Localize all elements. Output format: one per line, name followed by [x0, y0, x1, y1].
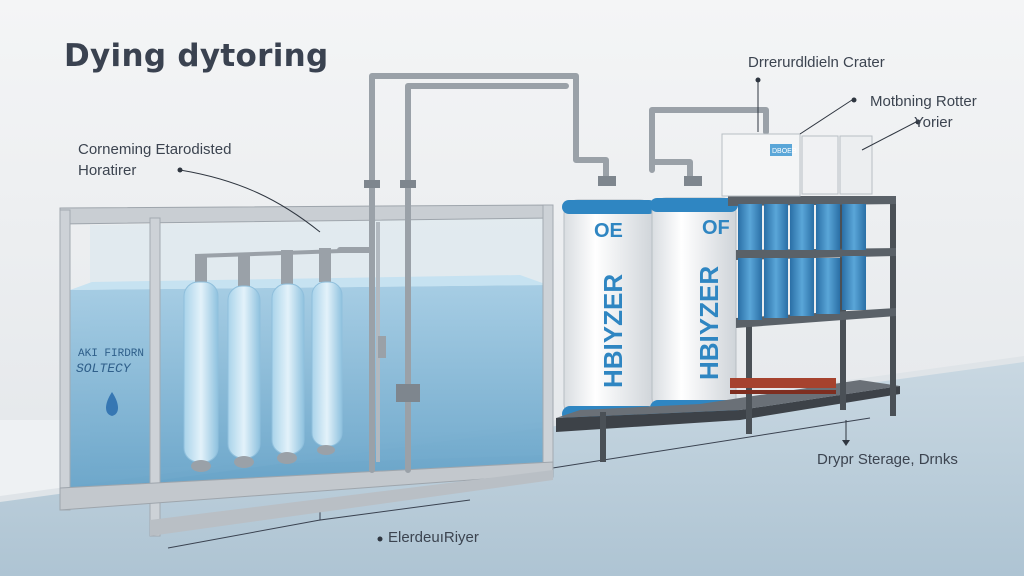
annotation-dots — [177, 77, 921, 542]
pipe-secondary — [405, 83, 569, 473]
storage-rack — [600, 196, 896, 462]
cylinder-right: OF HBIYZER — [650, 197, 738, 416]
filter-column-2 — [227, 254, 261, 468]
cylinder-platform — [556, 386, 900, 432]
water-drop-icon — [106, 392, 118, 416]
pipe-tank-feed — [337, 235, 375, 253]
control-box-2 — [801, 135, 839, 195]
label-right-1: Motbning Rotter — [870, 93, 977, 110]
rack-shelf-1 — [728, 196, 896, 206]
control-box-badge: DBOEB — [772, 148, 797, 155]
label-bottom-right: Drypr Sterage, Drnks — [817, 451, 958, 468]
filter-column-4 — [311, 248, 343, 455]
heater-element — [730, 378, 836, 394]
page-title: Dying dytoring — [64, 38, 329, 74]
tank-left-post — [59, 209, 71, 511]
cylinder-left: OE HBIYZER — [562, 199, 656, 422]
cylinder-left-side-text: HBIYZER — [598, 274, 628, 388]
cylinder-right-top-text: OF — [702, 217, 730, 239]
tank-handle — [378, 336, 386, 358]
control-box-display — [770, 144, 792, 156]
cylinder-right-side-text: HBIYZER — [694, 266, 724, 380]
control-units: DBOEB — [721, 133, 873, 197]
control-box-3 — [839, 135, 873, 195]
label-bottom-center: ElerdeuıRiyer — [388, 529, 479, 546]
glass-tank: AKI FIRDRN SOLTECY — [59, 204, 554, 537]
pipes — [337, 73, 769, 473]
rack-shelf-3 — [736, 308, 896, 328]
leader-right-2 — [861, 121, 917, 151]
tank-side-text-1: AKI FIRDRN — [78, 348, 144, 360]
filter-columns — [183, 248, 371, 472]
label-left-line2: Horatirer — [78, 162, 137, 179]
label-top-right: Drrerurdldieln Crater — [748, 54, 885, 71]
filter-column-3 — [271, 250, 305, 464]
label-right-2: Yorier — [914, 114, 953, 131]
control-box-main — [721, 133, 801, 197]
pipe-to-cyl2 — [649, 137, 693, 185]
leader-left — [179, 169, 321, 233]
pipe-valves — [364, 176, 702, 402]
tank-mid-post — [149, 217, 161, 537]
tank-side-text-2: SOLTECY — [76, 361, 132, 376]
filter-column-1 — [183, 254, 219, 472]
pipe-main — [369, 73, 609, 473]
cylinder-left-top-text: OE — [594, 220, 623, 242]
tank-base — [150, 470, 553, 536]
tank-right-post — [542, 204, 554, 478]
cartridges-row-1 — [738, 204, 866, 250]
label-left-line1: Corneming Etarodisted — [78, 141, 232, 158]
cartridges-row-2 — [738, 256, 866, 320]
leader-right-1 — [799, 99, 853, 135]
platform-top — [556, 380, 900, 418]
